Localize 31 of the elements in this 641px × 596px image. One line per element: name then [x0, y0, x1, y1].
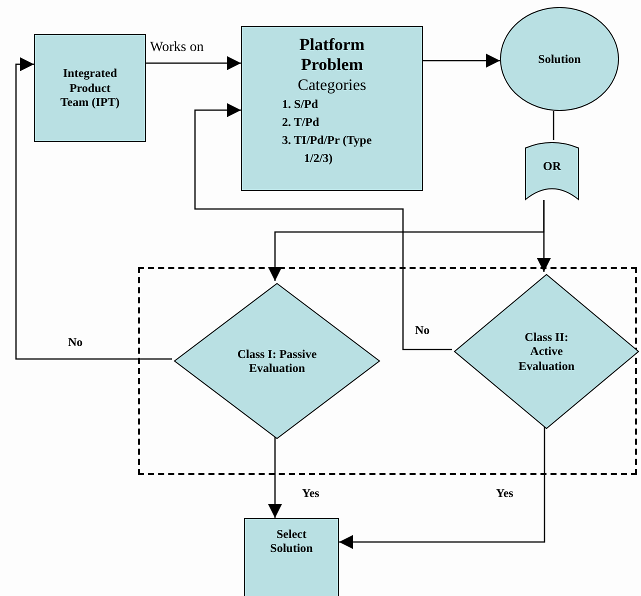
arrow — [146, 56, 241, 70]
decision-diamond — [454, 274, 639, 429]
dashed-group-box — [138, 267, 637, 475]
decision-diamond — [174, 283, 380, 439]
process-box — [244, 518, 339, 596]
arrow — [339, 427, 546, 549]
edge-label: No — [415, 323, 430, 338]
list-item: 1. S/Pd — [281, 96, 320, 113]
process-box — [34, 34, 146, 142]
node-label: Class II: Active Evaluation — [517, 330, 576, 374]
list-item: 2. T/Pd — [281, 114, 320, 131]
arrow — [268, 437, 282, 518]
node-label: Solution — [538, 52, 581, 66]
node-label: Class I: Passive Evaluation — [236, 346, 318, 376]
node-label: OR — [543, 158, 561, 174]
arrow — [536, 200, 551, 272]
edge-label: Works on — [150, 40, 204, 56]
arrow — [15, 57, 172, 360]
list-item: 3. TI/Pd/Pr (Type 1/2/3) — [281, 132, 373, 167]
arrow — [194, 103, 452, 350]
edge-label: Yes — [496, 486, 514, 501]
solution-circle — [500, 7, 619, 111]
process-box — [241, 26, 423, 191]
arrow — [423, 54, 500, 68]
edge-label: Yes — [302, 486, 320, 501]
node-label: Categories — [298, 76, 366, 95]
node-label: Integrated Product Team (IPT) — [59, 66, 121, 110]
node-label: Select Solution — [269, 527, 314, 556]
connector-shape — [525, 140, 579, 200]
edge-label: No — [68, 335, 83, 350]
node-title: Platform Problem — [298, 35, 366, 76]
